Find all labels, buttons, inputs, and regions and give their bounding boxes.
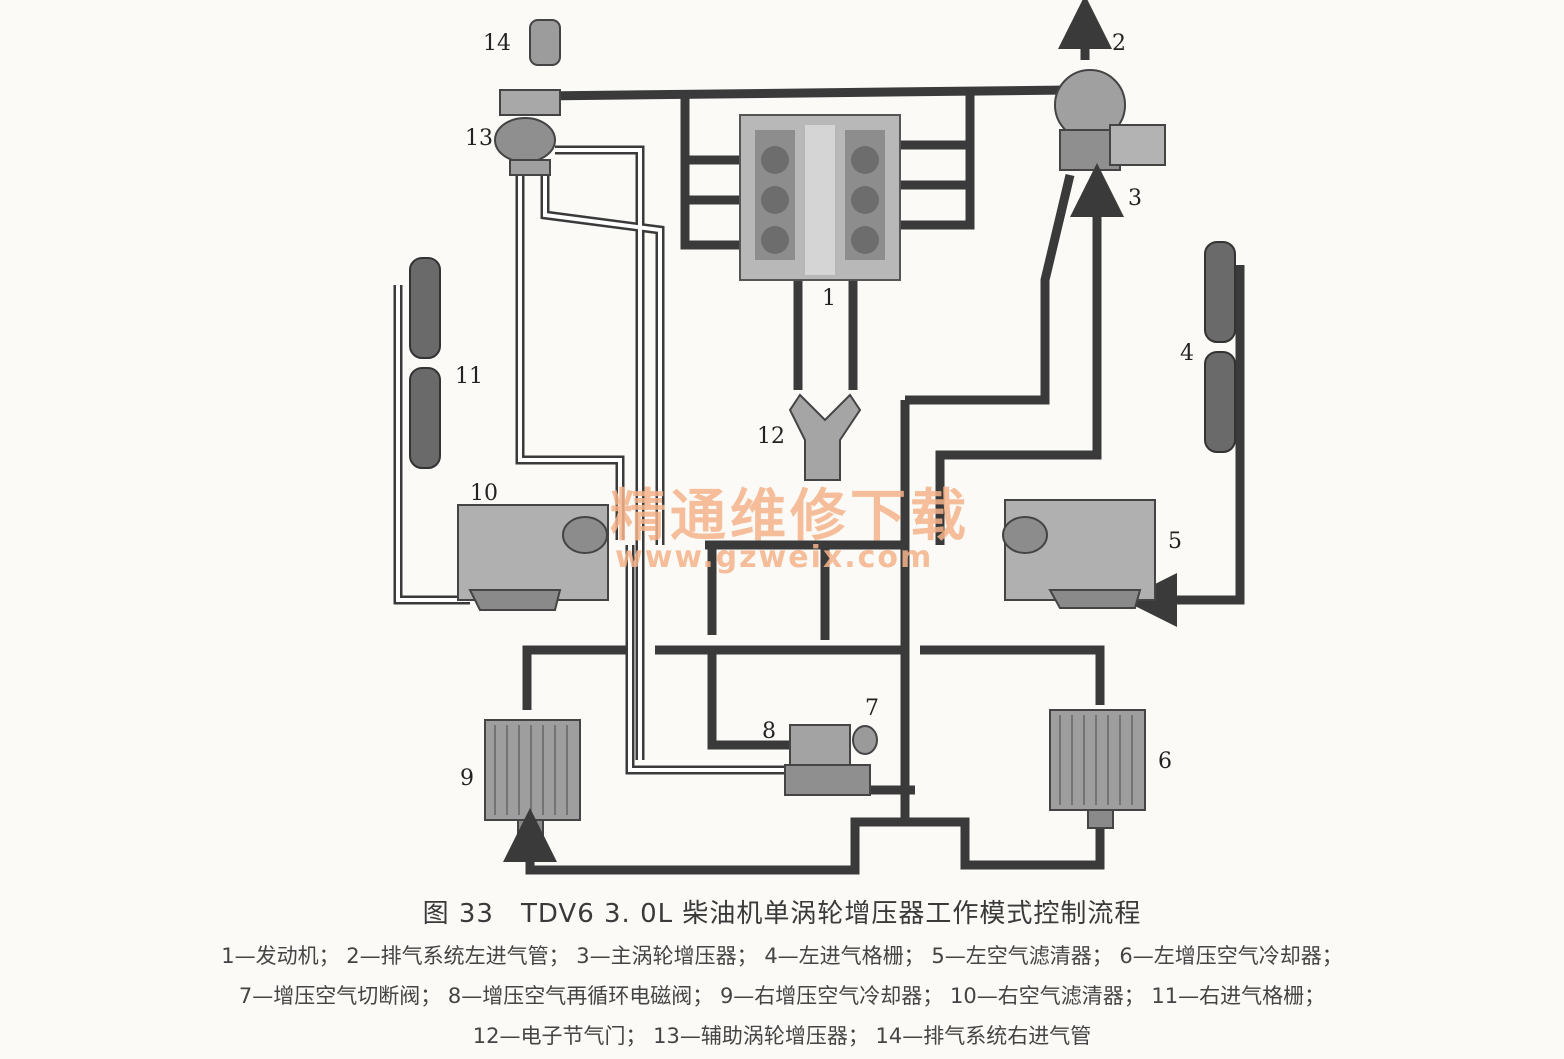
left-intercooler <box>1049 709 1146 829</box>
engine-block <box>739 114 901 281</box>
legend-line-1: 1—发动机； 2—排气系统左进气管； 3—主涡轮增压器； 4—左进气格栅； 5—… <box>221 944 1343 968</box>
right-intake-grille <box>409 257 441 469</box>
dark-pipes <box>522 85 1245 875</box>
label-9: 9 <box>460 766 474 791</box>
label-10: 10 <box>470 481 498 506</box>
boost-valves <box>784 724 878 796</box>
legend-line-2: 7—增压空气切断阀； 8—增压空气再循环电磁阀； 9—右增压空气冷却器； 10—… <box>238 984 1326 1008</box>
left-intake-grille <box>1204 241 1236 453</box>
label-1: 1 <box>822 286 836 311</box>
right-intercooler <box>484 719 581 839</box>
label-5: 5 <box>1168 529 1182 554</box>
watermark-text: 精通维修下载 <box>610 484 970 549</box>
white-pipes <box>393 145 795 775</box>
label-6: 6 <box>1158 749 1172 774</box>
electronic-throttle <box>788 393 862 481</box>
label-8: 8 <box>762 719 776 744</box>
label-13: 13 <box>465 126 493 151</box>
left-air-cleaner <box>1002 499 1156 609</box>
label-12: 12 <box>757 424 785 449</box>
label-14: 14 <box>483 31 511 56</box>
figure-caption: 图 33 TDV6 3. 0L 柴油机单涡轮增压器工作模式控制流程 <box>422 899 1142 929</box>
right-air-cleaner <box>457 504 609 611</box>
label-7: 7 <box>865 696 879 721</box>
label-2: 2 <box>1112 31 1126 56</box>
turbo-flow-diagram: 1 2 3 4 5 6 7 8 9 10 11 12 13 14 精通维修下载 … <box>393 0 1245 875</box>
label-4: 4 <box>1180 341 1194 366</box>
aux-turbocharger <box>494 19 561 176</box>
watermark-url: www.gzweix.com <box>615 540 933 575</box>
main-turbocharger <box>1054 0 1166 171</box>
label-11: 11 <box>455 364 483 389</box>
legend-line-3: 12—电子节气门； 13—辅助涡轮增压器； 14—排气系统右进气管 <box>472 1024 1092 1048</box>
label-3: 3 <box>1128 186 1142 211</box>
